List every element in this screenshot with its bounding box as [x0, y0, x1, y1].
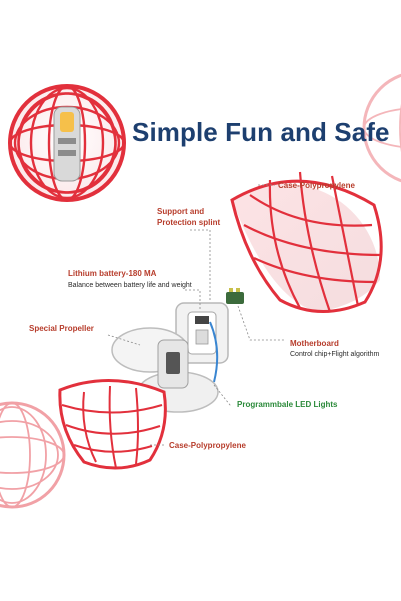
lower-shell-illustration — [58, 378, 167, 470]
upper-shell-illustration — [230, 171, 383, 313]
callout-support-title-line1: Support and — [157, 207, 205, 216]
callout-battery-description: Balance between battery life and weight — [68, 282, 192, 289]
core-assembly-illustration — [175, 288, 244, 383]
callout-support-title-line2: Protection splint — [157, 218, 221, 227]
leader-lines — [107, 184, 285, 446]
leader-leds — [213, 384, 232, 406]
faded-ball-illustration — [0, 401, 66, 509]
leader-battery — [185, 289, 201, 310]
assembled-ball-illustration — [8, 84, 126, 202]
callout-propeller-title: Special Propeller — [29, 324, 94, 333]
leader-motherboard — [237, 305, 285, 341]
callout-case-top-title: Case-Polypropylene — [278, 181, 355, 190]
callout-motherboard-description: Control chip+Flight algorithm — [290, 351, 380, 358]
leader-propeller — [107, 334, 141, 346]
callout-case-bottom-title: Case-Polypropylene — [169, 441, 246, 450]
callout-motherboard-title: Motherboard — [290, 339, 339, 348]
callout-leds-title: Programmbale LED Lights — [237, 400, 338, 409]
leader-support — [190, 229, 211, 300]
faded-ball-right-illustration — [362, 73, 401, 183]
page-title: Simple Fun and Safe — [132, 117, 390, 147]
callout-battery-title: Lithium battery-180 MA — [68, 269, 157, 278]
